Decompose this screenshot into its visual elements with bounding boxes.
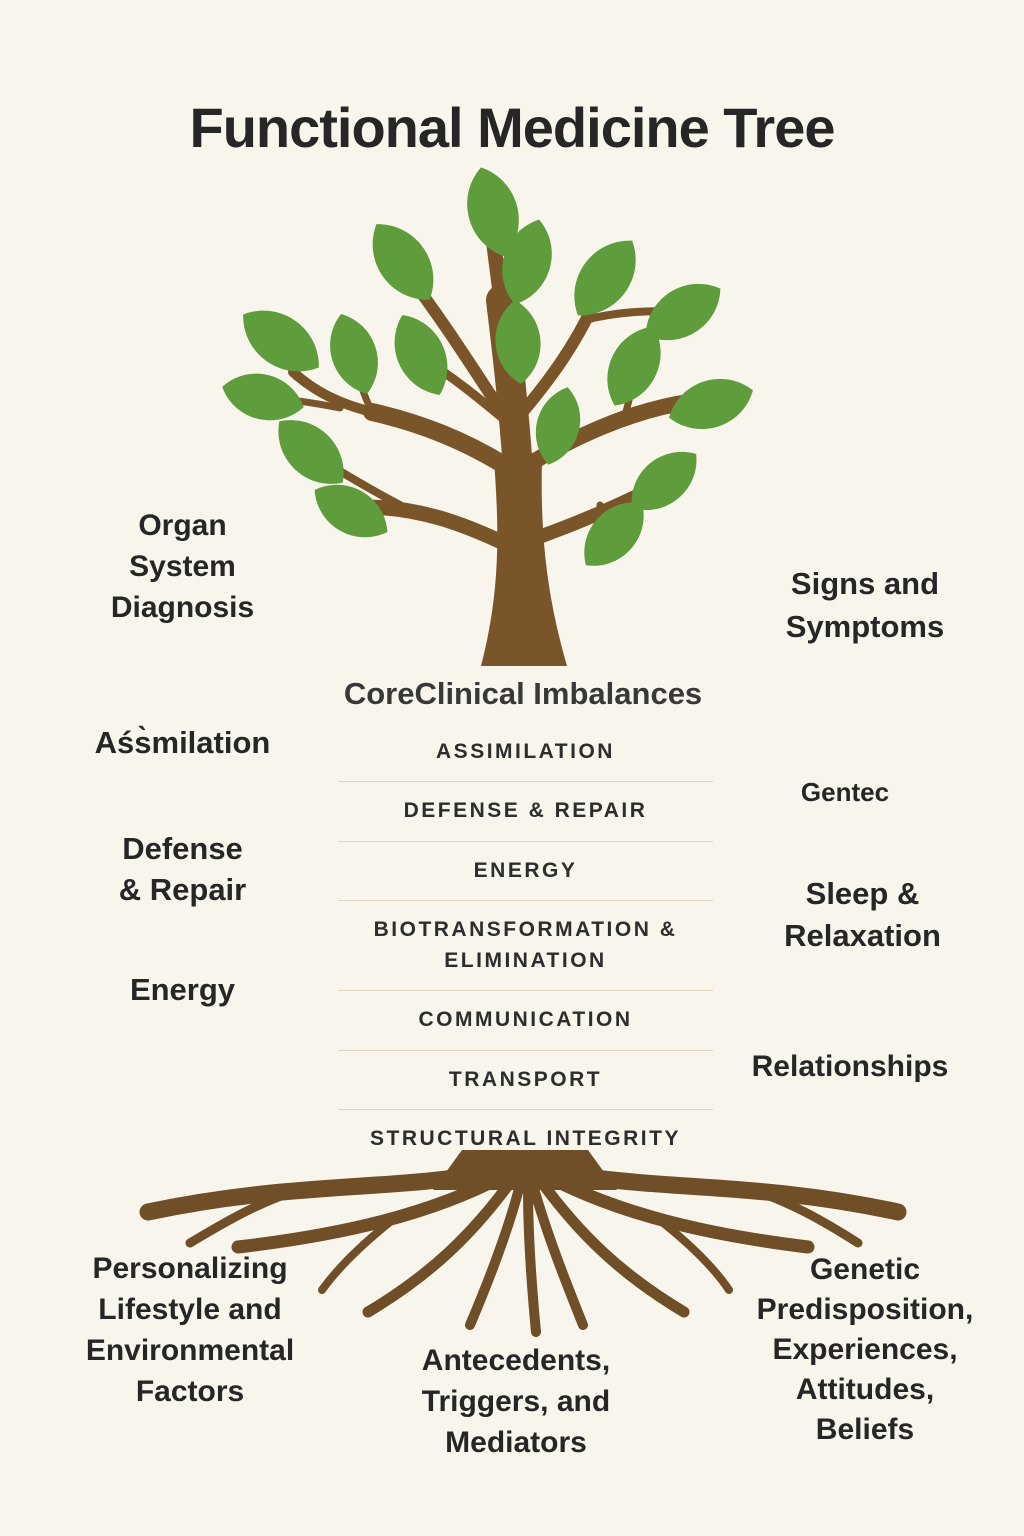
core-item-structural-integrity: STRUCTURAL INTEGRITY bbox=[370, 1127, 681, 1151]
label-antecedents-triggers-mediators: Antecedents, Triggers, and Mediators bbox=[421, 1344, 611, 1459]
core-item-biotransformation-elimination: BIOTRANSFORMATION & ELIMINATION bbox=[338, 901, 713, 992]
label-relationships: Relationships bbox=[751, 1050, 949, 1083]
label-defense-repair-left: Defense & Repair bbox=[118, 831, 247, 907]
label-sleep-relaxation: Sleep & Relaxation bbox=[784, 876, 941, 953]
label-personalizing-lifestyle-environmental-factors: Personalizing Lifestyle and Environmenta… bbox=[85, 1252, 295, 1408]
label-organ-system-diagnosis: Organ System Diagnosis bbox=[110, 509, 255, 624]
label-energy-left: Energy bbox=[129, 972, 236, 1007]
page-title: Functional Medicine Tree bbox=[189, 96, 835, 159]
core-imbalances-heading: CoreClinical Imbalances bbox=[343, 676, 703, 711]
core-item-defense-repair: DEFENSE & REPAIR bbox=[338, 782, 713, 842]
label-signs-and-symptoms: Signs and Symptoms bbox=[785, 566, 945, 644]
label-genetic: Gentec bbox=[800, 777, 890, 807]
core-item-assimilation: ASSIMILATION bbox=[338, 723, 713, 783]
tree-roots bbox=[139, 1150, 907, 1337]
core-item-communication: COMMUNICATION bbox=[338, 991, 713, 1051]
core-item-transport: TRANSPORT bbox=[338, 1051, 713, 1111]
label-assimilation-left: Aśs̀milation bbox=[94, 725, 271, 760]
core-item-energy: ENERGY bbox=[338, 842, 713, 902]
label-genetic-predisposition-experiences-attitudes-beliefs: Genetic Predisposition, Experiences, Att… bbox=[756, 1253, 974, 1446]
core-imbalances-list: ASSIMILATION DEFENSE & REPAIR ENERGY BIO… bbox=[338, 723, 713, 1169]
